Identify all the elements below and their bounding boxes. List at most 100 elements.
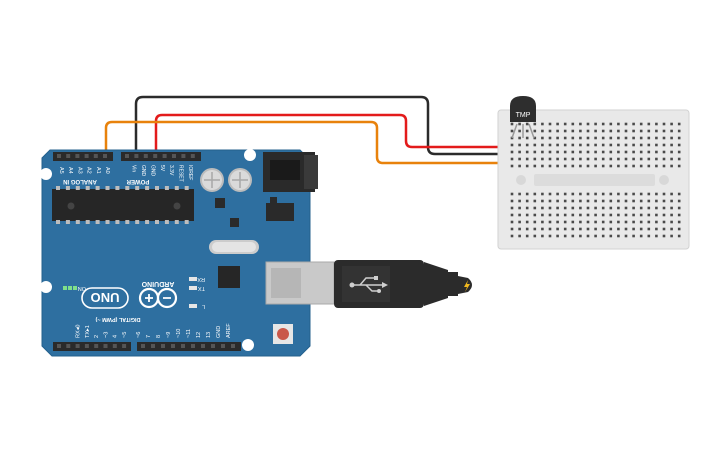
power-pin[interactable] (181, 154, 186, 158)
breadboard-hole[interactable] (677, 129, 681, 133)
breadboard-hole[interactable] (632, 220, 635, 224)
breadboard-hole[interactable] (541, 213, 544, 217)
digital-pin[interactable] (141, 344, 145, 348)
breadboard-hole[interactable] (639, 199, 643, 203)
breadboard-hole[interactable] (670, 122, 673, 126)
breadboard-hole[interactable] (510, 129, 514, 133)
breadboard-hole[interactable] (662, 150, 666, 154)
breadboard-hole[interactable] (624, 164, 628, 168)
breadboard-hole[interactable] (632, 227, 635, 231)
breadboard-hole[interactable] (556, 157, 559, 161)
breadboard-hole[interactable] (624, 206, 628, 210)
breadboard-hole[interactable] (518, 129, 521, 133)
breadboard-hole[interactable] (563, 199, 567, 203)
breadboard-hole[interactable] (594, 122, 597, 126)
breadboard-hole[interactable] (662, 143, 666, 147)
breadboard-hole[interactable] (662, 157, 666, 161)
breadboard-hole[interactable] (518, 192, 521, 196)
breadboard-hole[interactable] (563, 122, 567, 126)
analog-pin[interactable] (103, 154, 107, 158)
breadboard-hole[interactable] (617, 192, 620, 196)
digital-pin[interactable] (84, 344, 89, 348)
breadboard-hole[interactable] (677, 220, 681, 224)
digital-pin[interactable] (103, 344, 108, 348)
breadboard-hole[interactable] (586, 234, 590, 238)
breadboard-hole[interactable] (647, 206, 651, 210)
breadboard-hole[interactable] (525, 220, 529, 224)
breadboard-hole[interactable] (518, 213, 521, 217)
analog-pin[interactable] (57, 154, 61, 158)
breadboard-hole[interactable] (639, 136, 643, 140)
breadboard-hole[interactable] (533, 213, 537, 217)
breadboard-hole[interactable] (655, 164, 658, 168)
breadboard-hole[interactable] (632, 213, 635, 217)
breadboard-hole[interactable] (655, 150, 658, 154)
digital-pin[interactable] (151, 344, 155, 348)
breadboard-hole[interactable] (609, 192, 613, 196)
breadboard-hole[interactable] (563, 136, 567, 140)
breadboard-hole[interactable] (647, 143, 651, 147)
usb-cable[interactable] (334, 260, 472, 308)
breadboard-hole[interactable] (510, 157, 514, 161)
breadboard-hole[interactable] (655, 227, 658, 231)
breadboard-hole[interactable] (571, 199, 575, 203)
breadboard-hole[interactable] (662, 136, 666, 140)
breadboard-hole[interactable] (510, 122, 514, 126)
breadboard-hole[interactable] (563, 164, 567, 168)
breadboard-hole[interactable] (556, 220, 559, 224)
breadboard-hole[interactable] (525, 192, 529, 196)
breadboard-hole[interactable] (639, 129, 643, 133)
breadboard-hole[interactable] (533, 227, 537, 231)
breadboard-hole[interactable] (639, 150, 643, 154)
breadboard-hole[interactable] (541, 164, 544, 168)
breadboard-hole[interactable] (662, 227, 666, 231)
breadboard-hole[interactable] (563, 227, 567, 231)
breadboard-hole[interactable] (556, 143, 559, 147)
breadboard-hole[interactable] (541, 129, 544, 133)
breadboard-hole[interactable] (548, 192, 552, 196)
breadboard-hole[interactable] (586, 164, 590, 168)
breadboard-hole[interactable] (571, 150, 575, 154)
breadboard-hole[interactable] (647, 136, 651, 140)
breadboard-hole[interactable] (533, 143, 537, 147)
breadboard-hole[interactable] (548, 150, 552, 154)
breadboard-hole[interactable] (647, 129, 651, 133)
breadboard-hole[interactable] (632, 150, 635, 154)
breadboard-hole[interactable] (533, 234, 537, 238)
breadboard-hole[interactable] (586, 136, 590, 140)
breadboard-hole[interactable] (548, 129, 552, 133)
breadboard-hole[interactable] (677, 143, 681, 147)
breadboard-hole[interactable] (533, 220, 537, 224)
breadboard-hole[interactable] (586, 129, 590, 133)
breadboard-hole[interactable] (670, 206, 673, 210)
breadboard-hole[interactable] (556, 192, 559, 196)
breadboard-hole[interactable] (548, 164, 552, 168)
breadboard-hole[interactable] (586, 143, 590, 147)
breadboard-hole[interactable] (518, 143, 521, 147)
breadboard-hole[interactable] (662, 122, 666, 126)
breadboard-hole[interactable] (579, 199, 582, 203)
breadboard-hole[interactable] (518, 234, 521, 238)
reset-button[interactable] (273, 324, 293, 344)
breadboard-hole[interactable] (617, 129, 620, 133)
breadboard-hole[interactable] (609, 122, 613, 126)
breadboard-hole[interactable] (617, 164, 620, 168)
breadboard-hole[interactable] (617, 136, 620, 140)
breadboard-hole[interactable] (655, 192, 658, 196)
breadboard-hole[interactable] (548, 143, 552, 147)
breadboard-hole[interactable] (579, 129, 582, 133)
breadboard-hole[interactable] (624, 122, 628, 126)
breadboard-hole[interactable] (533, 164, 537, 168)
digital-pin[interactable] (211, 344, 215, 348)
breadboard-hole[interactable] (677, 213, 681, 217)
breadboard-hole[interactable] (571, 164, 575, 168)
breadboard-hole[interactable] (594, 234, 597, 238)
breadboard-hole[interactable] (579, 157, 582, 161)
wire-black-gnd[interactable] (134, 95, 519, 158)
breadboard-hole[interactable] (647, 220, 651, 224)
breadboard-hole[interactable] (609, 206, 613, 210)
breadboard-hole[interactable] (624, 150, 628, 154)
analog-pin[interactable] (84, 154, 89, 158)
breadboard-hole[interactable] (677, 234, 681, 238)
breadboard-hole[interactable] (525, 227, 529, 231)
